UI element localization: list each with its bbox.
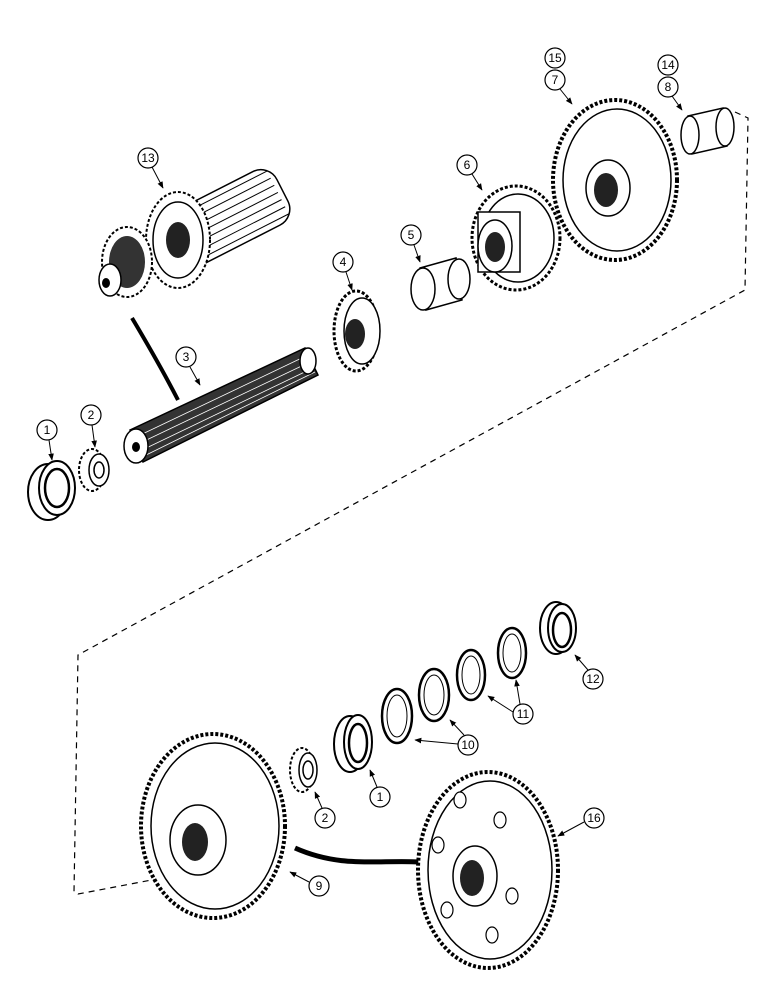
callout-5: 5 xyxy=(400,224,422,263)
svg-text:12: 12 xyxy=(586,672,600,686)
connection-line xyxy=(293,845,421,865)
svg-text:9: 9 xyxy=(316,879,323,893)
bushing-5-icon xyxy=(410,257,471,311)
callout-16: 16 xyxy=(557,807,605,837)
svg-text:15: 15 xyxy=(548,51,562,65)
connection-line xyxy=(130,316,180,401)
bearing-cup-1-icon xyxy=(27,460,76,521)
svg-text:6: 6 xyxy=(464,158,471,172)
svg-text:2: 2 xyxy=(322,811,329,825)
svg-text:2: 2 xyxy=(88,408,95,422)
callout-11: 11 xyxy=(487,679,534,725)
callout-2-top: 2 xyxy=(80,404,102,448)
callout-12: 12 xyxy=(574,654,604,690)
callout-1-top: 1 xyxy=(36,419,58,461)
svg-text:4: 4 xyxy=(340,255,347,269)
svg-text:10: 10 xyxy=(461,738,475,752)
svg-text:1: 1 xyxy=(44,423,51,437)
bearing-cup-12-icon xyxy=(539,601,577,655)
shaft-13-gear-shaft-icon xyxy=(98,168,291,298)
shim-10-icon xyxy=(380,667,451,745)
gear-9-icon xyxy=(139,732,287,920)
callout-15: 15 xyxy=(544,47,566,69)
gear-7-icon xyxy=(551,98,679,262)
callout-8: 8 xyxy=(657,76,683,111)
bearing-cup-1b-icon xyxy=(333,714,373,773)
callout-14: 14 xyxy=(657,54,679,76)
shaft-3-splined-shaft-icon xyxy=(123,347,319,464)
bearing-cone-2-icon xyxy=(78,448,110,492)
svg-text:7: 7 xyxy=(552,73,559,87)
svg-text:1: 1 xyxy=(377,790,384,804)
assembly-dashed-line xyxy=(73,111,749,895)
gear-16-icon xyxy=(416,770,560,970)
svg-text:5: 5 xyxy=(408,228,415,242)
gear-4-icon xyxy=(332,289,381,373)
callout-9: 9 xyxy=(289,871,330,897)
bushing-8-icon xyxy=(680,107,735,155)
gear-6-icon xyxy=(470,184,562,292)
svg-text:14: 14 xyxy=(661,58,675,72)
callout-6: 6 xyxy=(456,154,483,191)
svg-text:8: 8 xyxy=(665,80,672,94)
callout-4: 4 xyxy=(332,251,354,291)
svg-text:3: 3 xyxy=(183,350,190,364)
callout-2-bottom: 2 xyxy=(314,791,336,829)
callout-7: 7 xyxy=(544,69,573,105)
svg-text:13: 13 xyxy=(141,151,155,165)
svg-text:11: 11 xyxy=(517,707,530,721)
callout-10: 10 xyxy=(414,719,479,756)
bearing-cone-2b-icon xyxy=(289,747,318,793)
svg-text:16: 16 xyxy=(587,811,601,825)
callout-1-bottom: 1 xyxy=(369,769,391,808)
shim-11-icon xyxy=(455,626,528,702)
callout-13: 13 xyxy=(137,147,164,189)
callout-3: 3 xyxy=(175,346,201,386)
